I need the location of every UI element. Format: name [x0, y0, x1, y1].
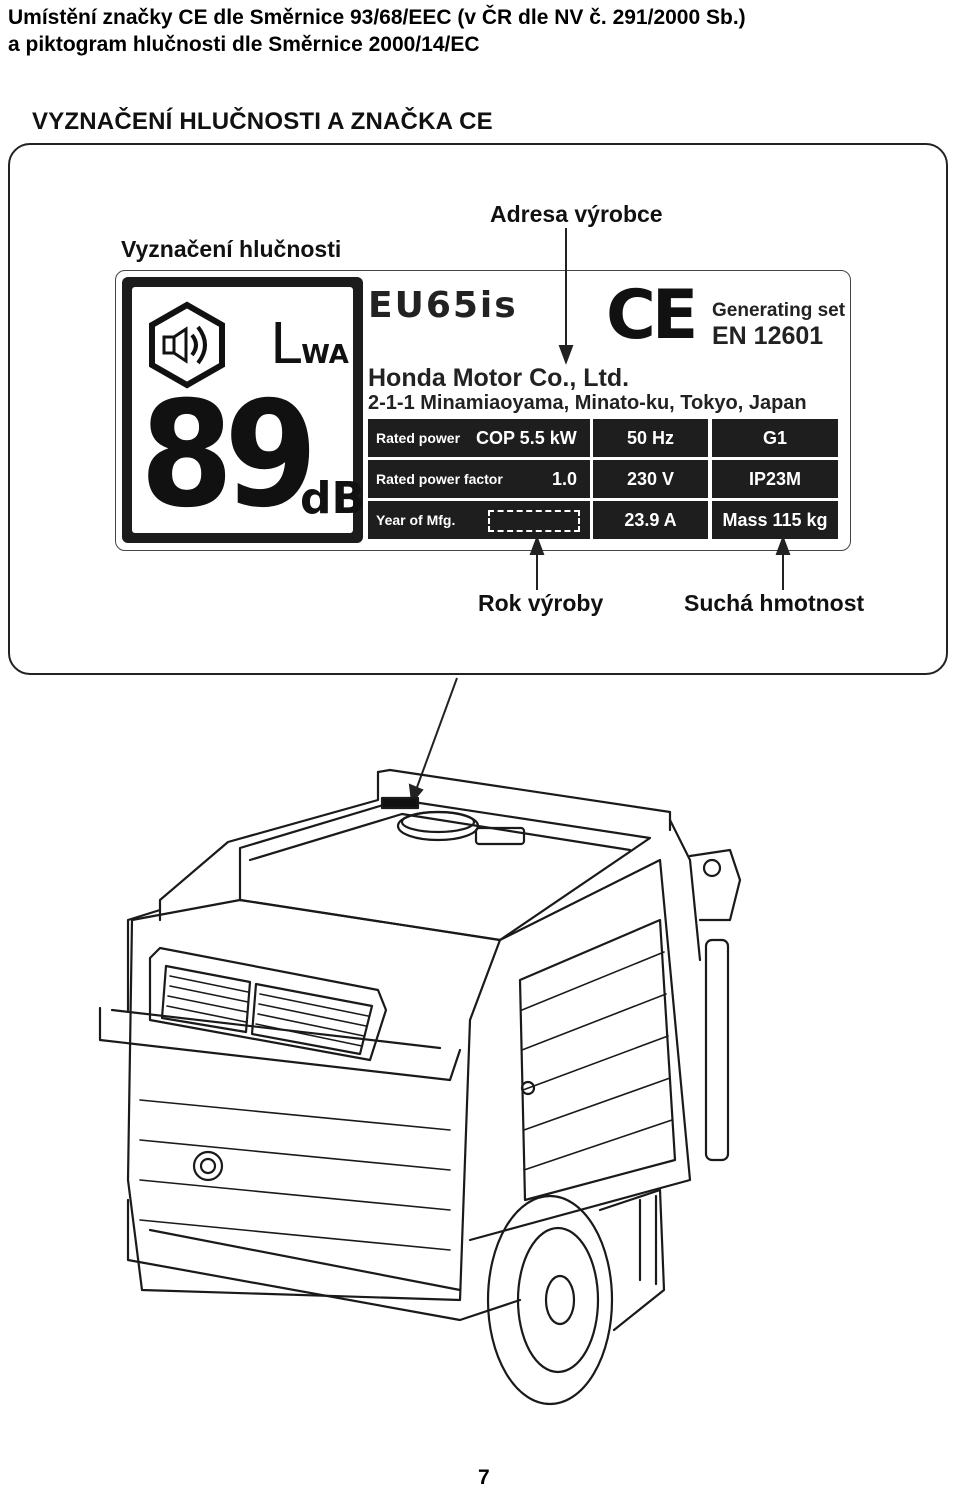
spec-current: 23.9 A: [593, 501, 708, 539]
spec-frequency: 50 Hz: [593, 419, 708, 457]
manufacturer-address: 2-1-1 Minamiaoyama, Minato-ku, Tokyo, Ja…: [368, 392, 807, 414]
spec-class: G1: [712, 419, 838, 457]
spec-rated-power: Rated power COP 5.5 kW: [368, 419, 590, 457]
label-illustration-panel: [8, 143, 948, 675]
page-heading: Umístění značky CE dle Směrnice 93/68/EE…: [8, 4, 746, 58]
model-name: EU65is: [368, 285, 518, 326]
callout-manufacturer-address: Adresa výrobce: [490, 201, 663, 227]
generator-illustration: [98, 768, 742, 1406]
spec-protection: IP23M: [712, 460, 838, 498]
ce-mark: CE: [606, 276, 698, 355]
spec-key: Rated power factor: [376, 471, 503, 487]
lwa-subscript: WA: [301, 340, 349, 370]
noise-value: 89: [140, 370, 318, 540]
lwa-symbol: LWA: [270, 317, 349, 383]
heading-line-2: a piktogram hlučnosti dle Směrnice 2000/…: [8, 33, 480, 56]
arrow-address: [558, 228, 574, 365]
arrow-mass: [775, 535, 791, 590]
noise-label: LWA 89 dB: [122, 277, 365, 543]
callout-dry-weight: Suchá hmotnost: [684, 590, 865, 616]
spec-power-factor: Rated power factor 1.0: [368, 460, 590, 498]
noise-unit: dB: [300, 473, 366, 524]
arrow-year: [529, 535, 545, 590]
spec-key: Year of Mfg.: [376, 512, 456, 528]
spec-table: Rated power COP 5.5 kW 50 Hz G1 Rated po…: [368, 419, 838, 539]
year-blank-box: [488, 510, 580, 532]
arrow-to-generator: [408, 677, 458, 805]
spec-voltage: 230 V: [593, 460, 708, 498]
callout-noise-marking: Vyznačení hlučnosti: [121, 236, 342, 262]
lwa-letter: L: [270, 312, 302, 377]
spec-key: Rated power: [376, 430, 461, 446]
section-title: VYZNAČENÍ HLUČNOSTI A ZNAČKA CE: [32, 108, 493, 135]
callout-year-of-manufacture: Rok výroby: [478, 590, 604, 616]
speaker-icon: [149, 301, 225, 389]
spec-value: 1.0: [552, 468, 578, 489]
noise-label-inner: LWA 89 dB: [132, 287, 365, 540]
heading-line-1: Umístění značky CE dle Směrnice 93/68/EE…: [8, 6, 746, 29]
generating-set-label: Generating set: [712, 300, 846, 321]
spec-year: Year of Mfg.: [368, 501, 590, 539]
standard-label: EN 12601: [712, 322, 824, 350]
manufacturer-name: Honda Motor Co., Ltd.: [368, 364, 630, 392]
rating-plate: [115, 270, 851, 551]
spec-mass: Mass 115 kg: [712, 501, 838, 539]
spec-value: COP 5.5 kW: [476, 427, 577, 448]
page-number: 7: [478, 1466, 490, 1489]
